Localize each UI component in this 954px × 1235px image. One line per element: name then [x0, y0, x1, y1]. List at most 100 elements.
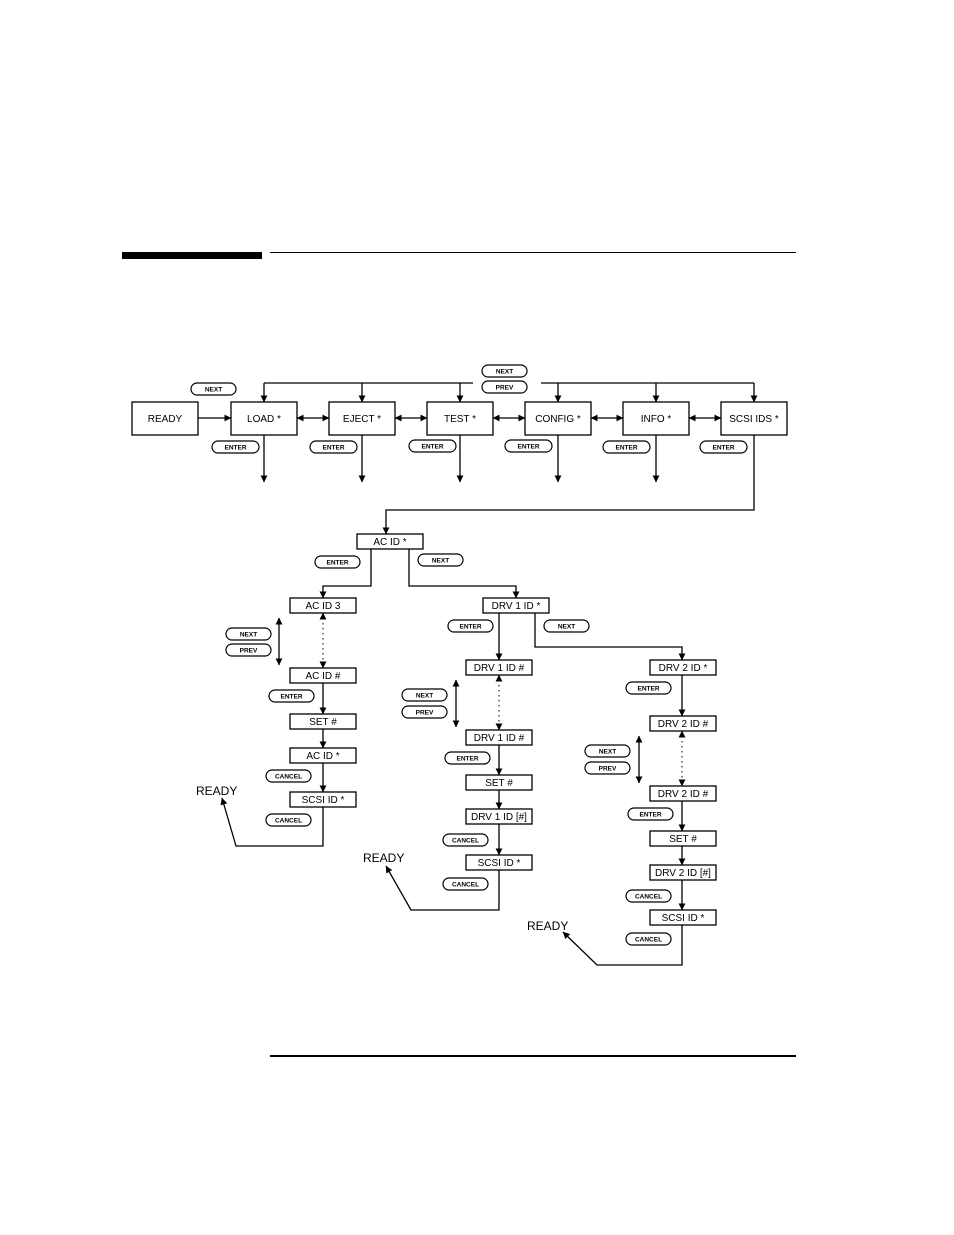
- state-ac-id-3: AC ID 3: [289, 597, 357, 614]
- svg-text:SCSI ID *: SCSI ID *: [662, 913, 705, 924]
- header-rule-thick: [122, 252, 262, 259]
- button-enter-drv1-num: ENTER: [444, 751, 491, 765]
- state-ac-set: SET #: [289, 713, 357, 730]
- svg-text:PREV: PREV: [599, 766, 617, 773]
- button-prev-top: PREV: [481, 380, 528, 394]
- svg-text:DRV 2 ID #: DRV 2 ID #: [658, 789, 709, 800]
- svg-text:ENTER: ENTER: [421, 444, 443, 451]
- svg-text:ENTER: ENTER: [280, 694, 302, 701]
- button-next-top: NEXT: [481, 364, 528, 378]
- state-ac-id-num: AC ID #: [289, 667, 357, 684]
- label-ready-drv2: READY: [527, 919, 568, 933]
- svg-text:ENTER: ENTER: [456, 756, 478, 763]
- svg-text:ENTER: ENTER: [322, 445, 344, 452]
- svg-text:NEXT: NEXT: [240, 632, 257, 639]
- svg-text:CANCEL: CANCEL: [452, 882, 479, 889]
- path-ac-id-to-ac-id-3: [319, 549, 372, 599]
- svg-text:ENTER: ENTER: [326, 560, 348, 567]
- button-enter-info: ENTER: [602, 440, 651, 454]
- button-enter-eject: ENTER: [309, 440, 358, 454]
- button-cancel-drv1-2: CANCEL: [442, 877, 489, 891]
- button-enter-drv2: ENTER: [625, 681, 672, 695]
- svg-text:DRV 2 ID [#]: DRV 2 ID [#]: [655, 868, 711, 879]
- button-enter-drv1: ENTER: [447, 619, 494, 633]
- svg-text:SCSI ID *: SCSI ID *: [302, 795, 345, 806]
- footer-rule: [270, 1055, 796, 1057]
- state-ac-id-star: AC ID *: [289, 747, 357, 764]
- state-scsi-ids: SCSI IDS *: [720, 401, 788, 436]
- svg-text:SET #: SET #: [485, 778, 513, 789]
- state-drv2-id-bracket: DRV 2 ID [#]: [649, 864, 717, 881]
- svg-text:NEXT: NEXT: [432, 558, 449, 565]
- svg-text:CANCEL: CANCEL: [635, 937, 662, 944]
- svg-text:EJECT *: EJECT *: [343, 414, 381, 425]
- state-drv2-set: SET #: [649, 830, 717, 847]
- svg-text:PREV: PREV: [416, 710, 434, 717]
- button-prev-ac: PREV: [225, 643, 272, 657]
- button-next-drv1: NEXT: [543, 619, 590, 633]
- svg-text:NEXT: NEXT: [496, 369, 513, 376]
- button-cancel-drv1-1: CANCEL: [442, 833, 489, 847]
- svg-text:DRV 1 ID *: DRV 1 ID *: [492, 601, 541, 612]
- button-cancel-drv2-2: CANCEL: [625, 932, 672, 946]
- svg-text:DRV 2 ID *: DRV 2 ID *: [659, 663, 708, 674]
- state-drv1-id: DRV 1 ID *: [482, 597, 550, 614]
- path-drv1-to-drv2: [534, 613, 686, 661]
- svg-text:LOAD *: LOAD *: [247, 414, 281, 425]
- svg-text:NEXT: NEXT: [205, 387, 222, 394]
- state-drv2-id: DRV 2 ID *: [649, 659, 717, 676]
- svg-text:CANCEL: CANCEL: [452, 838, 479, 845]
- svg-text:TEST *: TEST *: [444, 414, 476, 425]
- state-config: CONFIG *: [524, 401, 592, 436]
- state-load: LOAD *: [230, 401, 298, 436]
- svg-text:PREV: PREV: [240, 648, 258, 655]
- button-enter-drv2-num: ENTER: [627, 807, 674, 821]
- button-enter-load: ENTER: [211, 440, 260, 454]
- path-ac-id-to-drv1: [408, 549, 520, 599]
- svg-text:READY: READY: [148, 414, 183, 425]
- state-drv2-scsi-id: SCSI ID *: [649, 909, 717, 926]
- svg-text:ENTER: ENTER: [224, 445, 246, 452]
- svg-text:DRV 1 ID #: DRV 1 ID #: [474, 663, 525, 674]
- state-drv1-id-num-2: DRV 1 ID #: [465, 729, 533, 746]
- svg-text:ENTER: ENTER: [615, 445, 637, 452]
- state-drv2-id-num: DRV 2 ID #: [649, 715, 717, 732]
- button-enter-ac-num: ENTER: [268, 689, 315, 703]
- svg-text:SCSI ID *: SCSI ID *: [478, 858, 521, 869]
- svg-text:AC ID *: AC ID *: [306, 751, 339, 762]
- svg-text:ENTER: ENTER: [459, 624, 481, 631]
- state-ready-top: READY: [131, 401, 199, 436]
- state-drv2-id-num-2: DRV 2 ID #: [649, 785, 717, 802]
- path-scsi-to-ac-id: [382, 435, 755, 535]
- button-enter-scsi: ENTER: [699, 440, 748, 454]
- button-next-drv2-cycle: NEXT: [584, 744, 631, 758]
- button-cancel-drv2-1: CANCEL: [625, 889, 672, 903]
- svg-text:DRV 2 ID #: DRV 2 ID #: [658, 719, 709, 730]
- button-enter-test: ENTER: [408, 439, 457, 453]
- button-prev-drv1-cycle: PREV: [401, 705, 448, 719]
- svg-text:ENTER: ENTER: [637, 686, 659, 693]
- label-ready-drv1: READY: [363, 851, 404, 865]
- state-test: TEST *: [426, 401, 494, 436]
- path-ac-exit-to-ready: [220, 797, 324, 847]
- button-enter-ac-id: ENTER: [314, 555, 361, 569]
- state-drv1-scsi-id: SCSI ID *: [465, 854, 533, 871]
- button-cancel-ac-1: CANCEL: [265, 769, 312, 783]
- state-eject: EJECT *: [328, 401, 396, 436]
- state-drv1-set: SET #: [465, 774, 533, 791]
- svg-text:ENTER: ENTER: [517, 444, 539, 451]
- button-cancel-ac-2: CANCEL: [265, 813, 312, 827]
- state-drv1-id-bracket: DRV 1 ID [#]: [465, 808, 533, 825]
- button-next-ac-id: NEXT: [417, 553, 464, 567]
- svg-text:DRV 1 ID #: DRV 1 ID #: [474, 733, 525, 744]
- svg-text:SET #: SET #: [669, 834, 697, 845]
- svg-text:CANCEL: CANCEL: [275, 818, 302, 825]
- header-rule-thin: [270, 252, 796, 253]
- svg-text:AC ID *: AC ID *: [373, 537, 406, 548]
- button-next-top-left: NEXT: [190, 382, 237, 396]
- label-ready-ac: READY: [196, 784, 237, 798]
- state-info: INFO *: [622, 401, 690, 436]
- svg-text:PREV: PREV: [496, 385, 514, 392]
- svg-text:NEXT: NEXT: [558, 624, 575, 631]
